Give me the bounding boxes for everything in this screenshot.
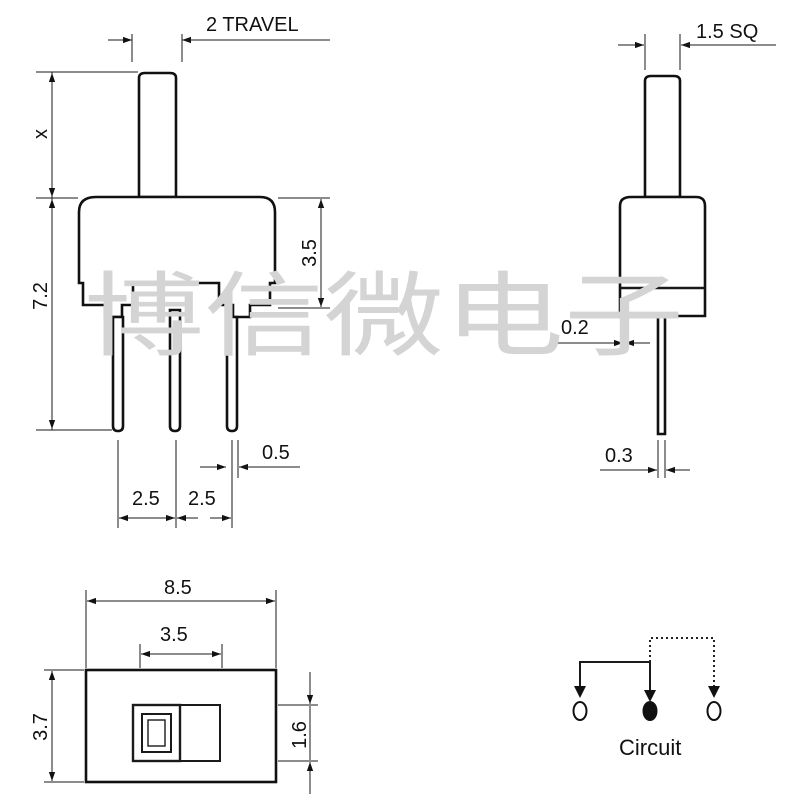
offset-label: 0.2 bbox=[561, 317, 589, 339]
pin-width-label: 0.5 bbox=[262, 442, 290, 464]
width-label: 8.5 bbox=[164, 577, 192, 599]
height-dimension-label: 7.2 bbox=[30, 282, 52, 310]
circuit-diagram: Circuit bbox=[572, 637, 722, 760]
pitch-right-label: 2.5 bbox=[188, 488, 216, 510]
circuit-label: Circuit bbox=[619, 735, 681, 760]
pitch-left-label: 2.5 bbox=[132, 488, 160, 510]
x-dimension-label: x bbox=[30, 129, 52, 139]
depth-label: 3.7 bbox=[30, 713, 52, 741]
front-view: 2 TRAVEL x 7.2 3.5 2.5 2.5 bbox=[30, 14, 330, 528]
upper-height-label: 3.5 bbox=[299, 239, 321, 267]
window-width-label: 3.5 bbox=[160, 624, 188, 646]
pin-thickness-label: 0.3 bbox=[605, 445, 633, 467]
travel-label: 2 TRAVEL bbox=[206, 14, 299, 36]
actuator-depth-label: 1.6 bbox=[289, 721, 311, 749]
actuator-size-label: 1.5 SQ bbox=[696, 21, 758, 43]
side-view: 1.5 SQ 0.2 0.3 bbox=[555, 21, 776, 478]
top-view: 8.5 3.5 3.7 1.6 bbox=[30, 577, 318, 794]
watermark-text: 博信微电子 bbox=[84, 263, 684, 370]
